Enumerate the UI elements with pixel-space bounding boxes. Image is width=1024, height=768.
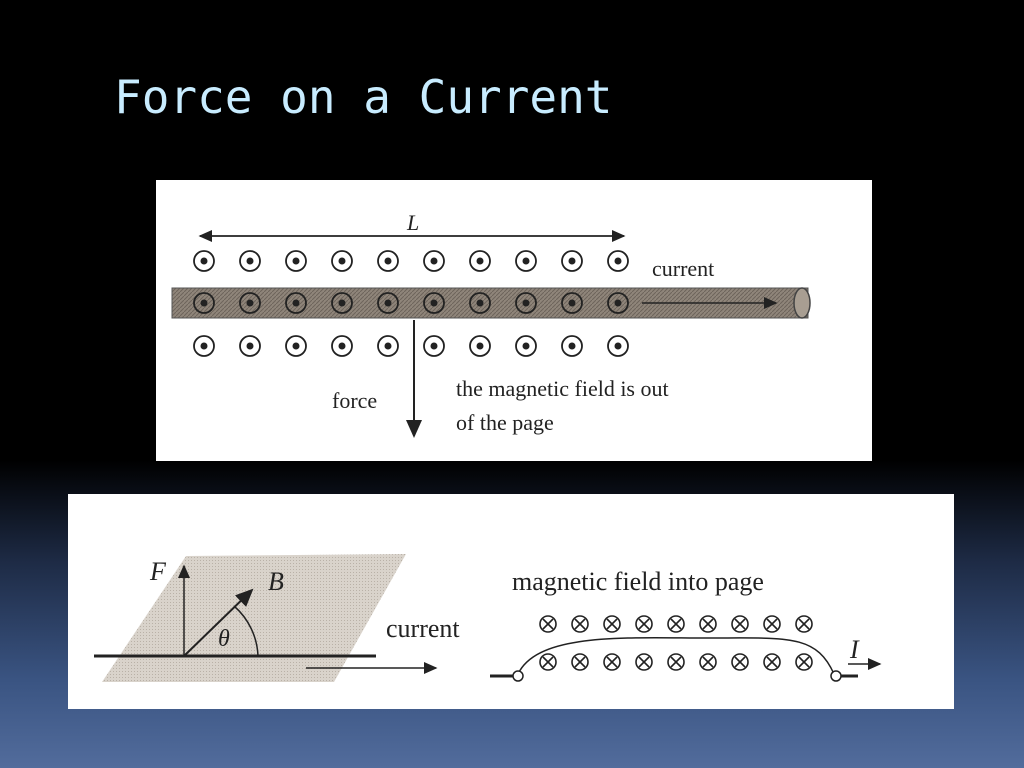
field-cross-top-9 [795,615,813,633]
current-label-bottom: current [386,614,460,643]
bottom-diagram: current F B θ magnetic field into page I [94,554,882,682]
wire-terminal-left [512,670,524,682]
field-cross-row-top [539,615,813,633]
field-cross-top-1 [539,615,557,633]
length-label: L [406,210,419,235]
field-dot-wire-3 [285,292,307,314]
field-cross-top-6 [699,615,717,633]
field-cross-bottom-1 [539,653,557,671]
wire-end [793,287,811,319]
force-label: force [332,388,377,413]
field-b-arrow [183,588,254,657]
field-cross-bottom-7 [731,653,749,671]
field-dot-wire-5 [377,292,399,314]
field-dot-bottom-7 [469,335,491,357]
angle-label: θ [218,626,230,652]
field-dot-wire-4 [331,292,353,314]
top-diagram-panel: L current force the magnetic field is ou… [156,180,872,461]
field-dot-row-wire [193,292,629,314]
field-cross-row-bottom [539,653,813,671]
field-dot-bottom-1 [193,335,215,357]
field-note-line1: the magnetic field is out [456,376,669,401]
angle-arc [233,605,259,657]
field-dot-top-1 [193,250,215,272]
field-dot-bottom-6 [423,335,445,357]
field-dot-top-10 [607,250,629,272]
field-dot-wire-6 [423,292,445,314]
field-dot-top-9 [561,250,583,272]
field-dot-top-6 [423,250,445,272]
field-b-label: B [268,567,284,596]
field-cross-bottom-9 [795,653,813,671]
field-dot-bottom-2 [239,335,261,357]
top-diagram: L current force the magnetic field is ou… [171,210,811,438]
field-dot-wire-8 [515,292,537,314]
field-cross-bottom-6 [699,653,717,671]
current-i-label: I [849,635,860,664]
field-cross-top-7 [731,615,749,633]
field-cross-bottom-4 [635,653,653,671]
curved-wire [517,636,835,675]
field-cross-bottom-8 [763,653,781,671]
field-dot-bottom-4 [331,335,353,357]
field-dot-top-3 [285,250,307,272]
field-note-line2: of the page [456,410,554,435]
field-dot-bottom-8 [515,335,537,357]
field-dot-top-2 [239,250,261,272]
field-dot-top-4 [331,250,353,272]
field-plane [102,554,406,682]
field-cross-top-3 [603,615,621,633]
field-dot-wire-2 [239,292,261,314]
field-dot-top-5 [377,250,399,272]
field-dot-wire-7 [469,292,491,314]
field-cross-bottom-3 [603,653,621,671]
force-label-bottom: F [149,557,167,586]
field-dot-wire-10 [607,292,629,314]
field-cross-top-8 [763,615,781,633]
field-dot-wire-9 [561,292,583,314]
field-dot-row-top [193,250,629,272]
field-cross-bottom-2 [571,653,589,671]
field-dot-bottom-9 [561,335,583,357]
slide-title: Force on a Current [114,70,613,124]
wire-terminal-right [830,670,842,682]
field-cross-bottom-5 [667,653,685,671]
field-dot-bottom-3 [285,335,307,357]
field-cross-top-2 [571,615,589,633]
field-dot-row-bottom [193,335,629,357]
bottom-diagram-panel: current F B θ magnetic field into page I [68,494,954,709]
current-label: current [652,256,714,281]
field-cross-top-4 [635,615,653,633]
field-cross-top-5 [667,615,685,633]
field-dot-top-8 [515,250,537,272]
field-dot-bottom-5 [377,335,399,357]
into-page-title: magnetic field into page [512,567,764,596]
field-dot-top-7 [469,250,491,272]
field-dot-wire-1 [193,292,215,314]
field-dot-bottom-10 [607,335,629,357]
